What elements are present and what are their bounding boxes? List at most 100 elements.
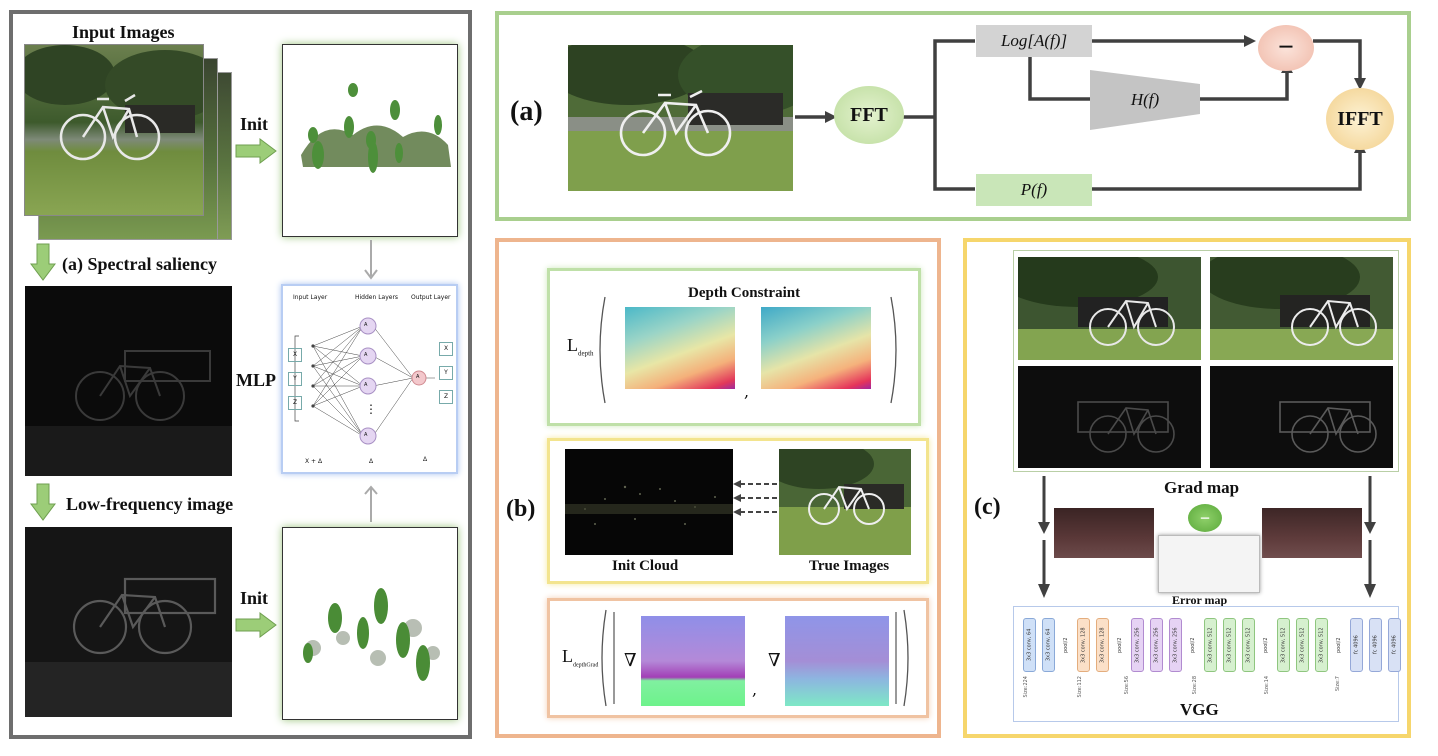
depth-comma: , (744, 382, 750, 401)
input-image-bicycle (24, 44, 204, 216)
mlp-hidden-node-1: A (364, 322, 368, 328)
true-images-label: True Images (809, 558, 890, 574)
mlp-input-layer-label: Input Layer (293, 294, 328, 301)
dashed-arrows-icon (733, 480, 777, 516)
mlp-hidden-node-4: A (364, 432, 368, 438)
depthgrad-comma: , (752, 680, 758, 699)
vgg-layer: 3x3 conv, 256 (1169, 618, 1182, 672)
vgg-layer: 3x3 conv, 512 (1242, 618, 1255, 672)
grad-map-frame (1013, 250, 1399, 472)
mlp-up-arrow-icon (364, 485, 378, 522)
panel-b-label: (b) (506, 496, 536, 522)
init-label-top: Init (240, 114, 269, 134)
vgg-layer: 3x3 conv, 256 (1131, 618, 1144, 672)
mlp-hidden-layers-label: Hidden Layers (355, 294, 399, 301)
grad-map-label: Grad map (1164, 478, 1240, 497)
vgg-layer: 3x3 conv, 128 (1077, 618, 1090, 672)
mlp-hidden-node-3: A (364, 382, 368, 388)
vgg-layer: pool/2 (1117, 637, 1123, 653)
h-filter-label: H(f) (1130, 90, 1160, 109)
input-images-title: Input Images (72, 22, 175, 42)
true-image (779, 449, 911, 555)
vgg-layer: 3x3 conv, 512 (1223, 618, 1236, 672)
init-cloud-image (565, 449, 733, 555)
l-depth-symbol: Ldepth (567, 335, 594, 358)
subtract-node: − (1258, 25, 1314, 71)
mlp-foot-mid: Δ (369, 458, 374, 465)
spectral-down-arrow-icon (30, 243, 56, 281)
depth-map-right (761, 307, 871, 389)
panel-c-arrows (1038, 476, 1376, 598)
init-label-bottom: Init (240, 588, 269, 608)
error-map-image (1158, 535, 1260, 593)
vgg-label: VGG (1180, 700, 1219, 719)
vgg-size-label: Size:28 (1192, 676, 1198, 695)
init-arrow-top-icon (235, 138, 277, 164)
l-depth-subscript: depth (578, 349, 594, 358)
vgg-size-label: Size:224 (1023, 676, 1029, 698)
nabla-left: ∇ (624, 650, 637, 671)
mlp-output-x: X (439, 342, 453, 356)
lowfreq-down-arrow-icon (30, 483, 56, 521)
mlp-output-node: A (416, 374, 420, 380)
panel-a-bicycle-image (568, 45, 793, 191)
l-depth-letter: L (567, 335, 578, 355)
error-map-label: Error map (1172, 593, 1228, 607)
grad-image-right (1210, 366, 1393, 468)
mlp-input-z: Z (288, 396, 302, 410)
mlp-down-arrow-icon (364, 240, 378, 280)
normal-map-left (641, 616, 745, 706)
vgg-layer: 3x3 conv, 256 (1150, 618, 1163, 672)
vgg-layer: 3x3 conv, 512 (1277, 618, 1290, 672)
init-cloud-label: Init Cloud (612, 558, 679, 574)
panel-a-label: (a) (510, 96, 543, 127)
grad-image-left (1018, 366, 1201, 468)
vgg-layer: pool/2 (1190, 637, 1196, 653)
mlp-output-y: Y (439, 366, 453, 380)
depthgrad-brackets (601, 609, 909, 707)
mlp-foot-left: X + Δ (305, 458, 323, 465)
masked-image-left (1054, 508, 1154, 558)
spectral-saliency-label: (a) Spectral saliency (62, 254, 217, 274)
normal-map-right (785, 616, 889, 706)
error-subtract-node: − (1188, 504, 1222, 532)
mlp-output-z: Z (439, 390, 453, 404)
mlp-foot-right: Δ (423, 456, 428, 463)
phase-box: P(f) (976, 174, 1092, 206)
init-top-image (282, 44, 458, 237)
vgg-layer: 3x3 conv, 512 (1204, 618, 1217, 672)
vgg-layer: fc 4096 (1369, 618, 1382, 672)
mlp-output-layer-label: Output Layer (411, 294, 451, 301)
mlp-input-y: Y (288, 372, 302, 386)
mlp-dots: ⋮ (365, 402, 377, 416)
init-bottom-image (282, 527, 458, 720)
vgg-layer: 3x3 conv, 128 (1096, 618, 1109, 672)
depth-map-left (625, 307, 735, 389)
spectral-saliency-image (25, 286, 232, 476)
vgg-layer: fc 4096 (1350, 618, 1363, 672)
vgg-size-label: Size:56 (1124, 676, 1130, 695)
mlp-hidden-node-2: A (364, 352, 368, 358)
vgg-layer: pool/2 (1263, 637, 1269, 653)
mlp-diagram: Input Layer Hidden Layers Output Layer X… (281, 284, 458, 474)
vgg-layer: 3x3 conv, 64 (1023, 618, 1036, 672)
vgg-layer: pool/2 (1336, 637, 1342, 653)
l-depthgrad-subscript: depthGrad (573, 662, 599, 669)
depth-brackets (599, 296, 897, 404)
mlp-input-x: X (288, 348, 302, 362)
vgg-size-label: Size:7 (1335, 676, 1341, 692)
mlp-network-lines (294, 317, 435, 445)
log-amplitude-box: Log[A(f)] (976, 25, 1092, 57)
vgg-layer: 3x3 conv, 512 (1296, 618, 1309, 672)
low-frequency-label: Low-frequency image (66, 494, 234, 514)
masked-image-right (1262, 508, 1362, 558)
panel-c-label: (c) (974, 494, 1001, 520)
mlp-label: MLP (236, 370, 276, 390)
vgg-size-label: Size:112 (1077, 676, 1083, 698)
vgg-layer: 3x3 conv, 64 (1042, 618, 1055, 672)
l-depthgrad-letter: L (562, 646, 573, 666)
init-arrow-bottom-icon (235, 612, 277, 638)
low-frequency-image (25, 527, 232, 717)
rgb-image-right (1210, 257, 1393, 360)
ifft-node: IFFT (1326, 88, 1394, 150)
